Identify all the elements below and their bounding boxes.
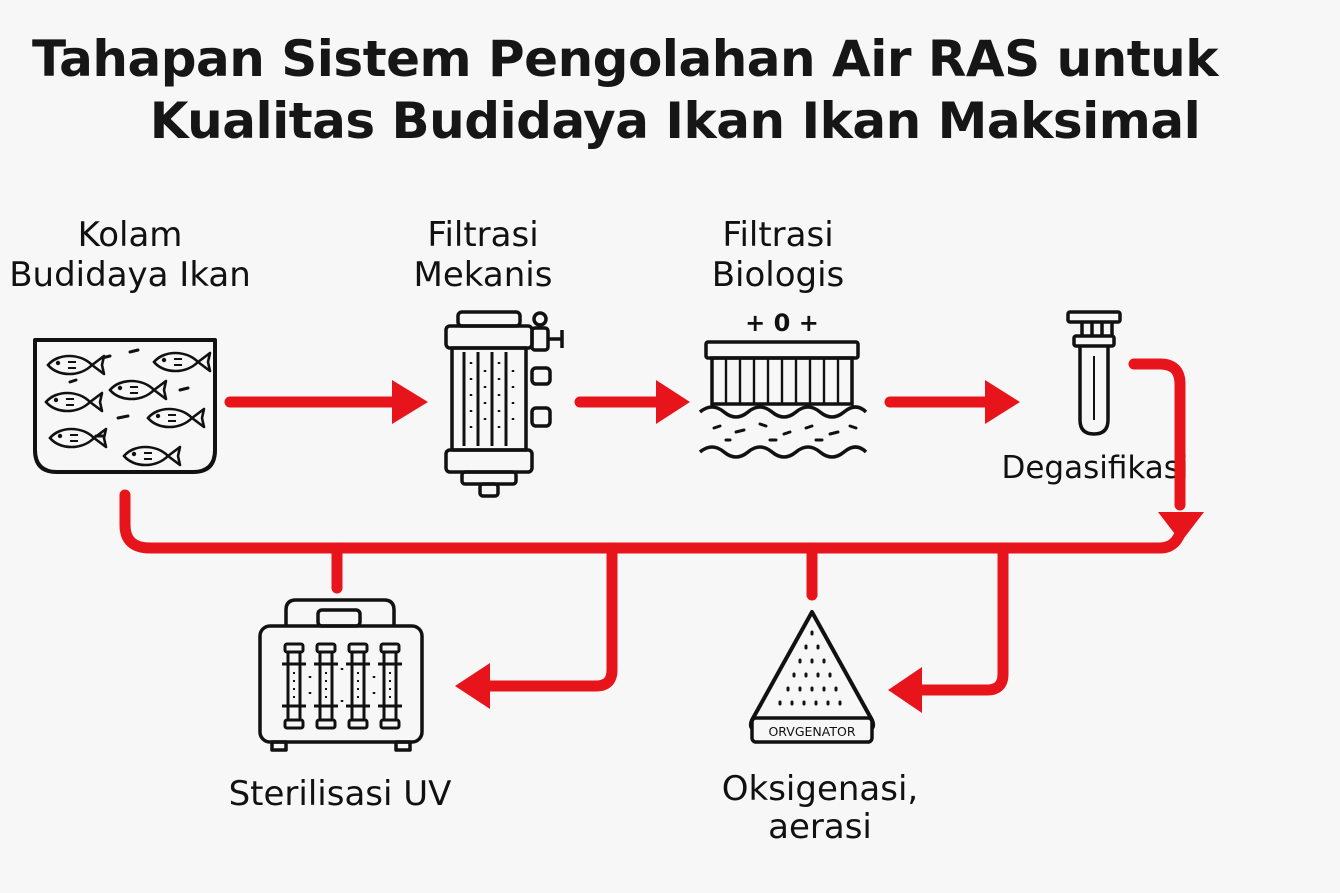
oxygenation-label-line-2: aerasi xyxy=(768,807,872,847)
pond-label-line-1: Kolam xyxy=(77,215,183,255)
pond-label-line-2: Budidaya Ikan xyxy=(9,255,251,295)
diagram-title: Tahapan Sistem Pengolahan Air RAS untuk … xyxy=(0,28,1250,152)
branch-oxygen-arrow xyxy=(912,542,1009,696)
arrowhead-oxygen xyxy=(888,667,922,713)
biological-filter-label-line-1: Filtrasi xyxy=(722,215,834,255)
title-line-2: Kualitas Budidaya Ikan Ikan Maksimal xyxy=(149,92,1201,150)
mechanical-filter-label: Filtrasi Mekanis xyxy=(393,215,573,295)
arrowhead-return xyxy=(1158,512,1204,542)
arrow-degassing-down xyxy=(1128,358,1186,511)
arrowheads xyxy=(392,380,1204,713)
degassing-label: Degasifikasi xyxy=(1001,450,1189,486)
uv-sterilization-label: Sterilisasi UV xyxy=(228,774,452,814)
arrowhead-degassing xyxy=(985,380,1020,424)
fish-pond-icon xyxy=(33,338,217,474)
degassing-icon xyxy=(1066,310,1122,436)
arrowhead-mechanical xyxy=(392,380,428,424)
arrowhead-biological xyxy=(656,380,690,424)
pond-label: Kolam Budidaya Ikan xyxy=(0,215,260,295)
biological-filter-icon: + 0 + xyxy=(698,309,868,459)
oxygen-generator-device-label: ORVGENATOR xyxy=(768,724,855,739)
mechanical-filter-icon xyxy=(444,310,564,498)
flow-arrows xyxy=(119,358,1189,696)
arrowhead-uv xyxy=(455,663,490,709)
biological-filter-symbol: + 0 + xyxy=(745,309,819,337)
title-line-1: Tahapan Sistem Pengolahan Air RAS untuk xyxy=(32,30,1218,88)
mechanical-filter-label-line-1: Filtrasi xyxy=(427,215,539,255)
branch-uv-arrow xyxy=(476,542,618,692)
return-main-line xyxy=(119,489,1189,554)
oxygen-generator-icon: ORVGENATOR xyxy=(748,610,876,744)
biological-filter-label: Filtrasi Biologis xyxy=(688,215,868,295)
mechanical-filter-label-line-2: Mekanis xyxy=(413,255,553,295)
oxygenation-label-line-1: Oksigenasi, xyxy=(721,769,919,809)
biological-filter-label-line-2: Biologis xyxy=(711,255,845,295)
oxygenation-label: Oksigenasi, aerasi xyxy=(690,770,950,846)
uv-sterilizer-icon xyxy=(258,598,424,752)
